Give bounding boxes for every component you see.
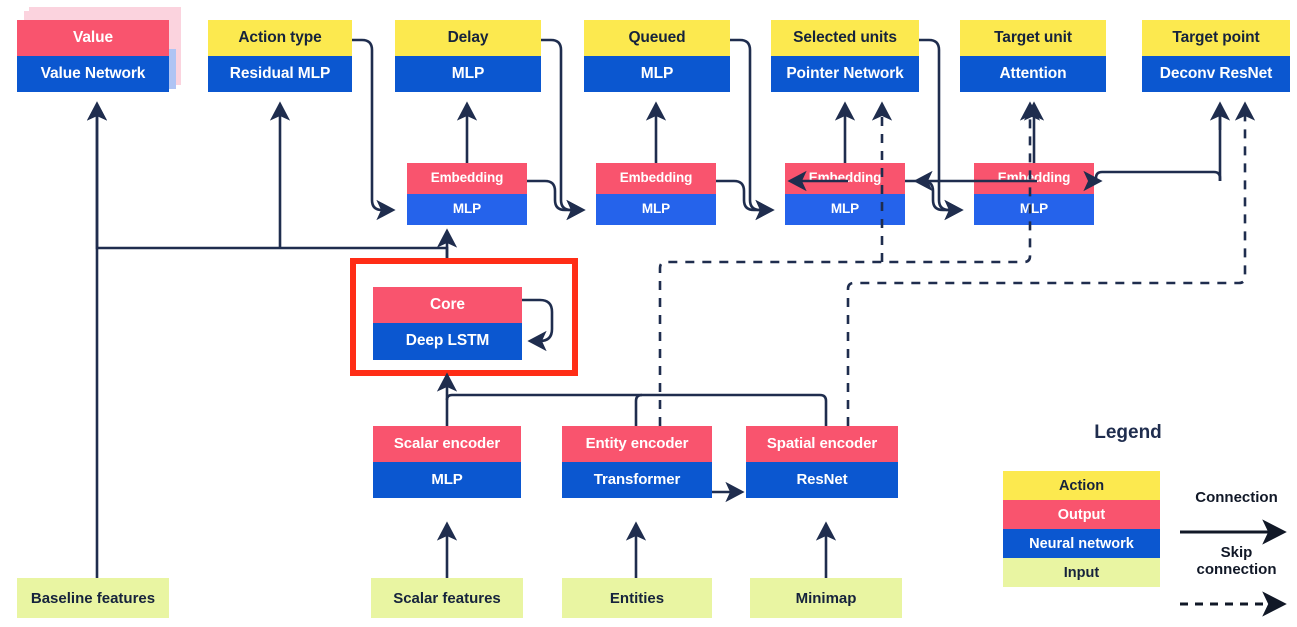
node-embedding-delay-cap: Embedding	[407, 163, 527, 194]
node-selected-units-body: Pointer Network	[771, 56, 919, 92]
node-embedding-delay-body: MLP	[407, 194, 527, 225]
legend-swatch-output: Output	[1003, 500, 1160, 529]
node-embedding-queued[interactable]: Embedding MLP	[596, 163, 716, 225]
node-spatial-encoder[interactable]: Spatial encoder ResNet	[746, 426, 898, 498]
node-spatial-encoder-body: ResNet	[746, 462, 898, 498]
node-core-cap: Core	[373, 287, 522, 323]
legend-swatch-action: Action	[1003, 471, 1160, 500]
node-target-unit[interactable]: Target unit Attention	[960, 20, 1106, 92]
node-selected-units[interactable]: Selected units Pointer Network	[771, 20, 919, 92]
node-queued[interactable]: Queued MLP	[584, 20, 730, 92]
node-entity-encoder[interactable]: Entity encoder Transformer	[562, 426, 712, 498]
core-highlight-box	[350, 258, 578, 376]
node-entity-encoder-cap: Entity encoder	[562, 426, 712, 462]
node-target-point[interactable]: Target point Deconv ResNet	[1142, 20, 1290, 92]
node-delay-cap: Delay	[395, 20, 541, 56]
node-selected-units-cap: Selected units	[771, 20, 919, 56]
node-target-point-body: Deconv ResNet	[1142, 56, 1290, 92]
node-core-body: Deep LSTM	[373, 323, 522, 360]
input-entities[interactable]: Entities	[562, 578, 712, 618]
legend-swatch-neural-network: Neural network	[1003, 529, 1160, 558]
legend-swatches: Action Output Neural network Input	[1003, 471, 1160, 587]
input-baseline-features[interactable]: Baseline features	[17, 578, 169, 618]
node-embedding-delay[interactable]: Embedding MLP	[407, 163, 527, 225]
node-action-type-cap: Action type	[208, 20, 352, 56]
node-target-point-cap: Target point	[1142, 20, 1290, 56]
node-embedding-target-unit[interactable]: Embedding MLP	[974, 163, 1094, 225]
node-value-body: Value Network	[17, 56, 169, 92]
node-delay[interactable]: Delay MLP	[395, 20, 541, 92]
node-target-unit-cap: Target unit	[960, 20, 1106, 56]
legend-key-skip-label-line1: Skip	[1220, 543, 1253, 561]
input-scalar-features[interactable]: Scalar features	[371, 578, 523, 618]
node-target-unit-body: Attention	[960, 56, 1106, 92]
legend-key-skip-label-line2: connection	[1196, 560, 1277, 578]
input-minimap[interactable]: Minimap	[750, 578, 902, 618]
node-action-type[interactable]: Action type Residual MLP	[208, 20, 352, 92]
node-value[interactable]: Value Value Network	[17, 20, 169, 92]
node-action-type-body: Residual MLP	[208, 56, 352, 92]
node-embedding-target-unit-body: MLP	[974, 194, 1094, 225]
node-embedding-queued-body: MLP	[596, 194, 716, 225]
legend-swatch-input: Input	[1003, 558, 1160, 587]
node-embedding-selected-units-body: MLP	[785, 194, 905, 225]
node-queued-body: MLP	[584, 56, 730, 92]
node-entity-encoder-body: Transformer	[562, 462, 712, 498]
legend-keys: Connection Skip connection	[1176, 489, 1297, 606]
node-scalar-encoder-cap: Scalar encoder	[373, 426, 521, 462]
node-embedding-queued-cap: Embedding	[596, 163, 716, 194]
node-value-cap: Value	[17, 20, 169, 56]
legend-key-connection-label: Connection	[1195, 489, 1278, 506]
node-delay-body: MLP	[395, 56, 541, 92]
node-queued-cap: Queued	[584, 20, 730, 56]
node-spatial-encoder-cap: Spatial encoder	[746, 426, 898, 462]
node-scalar-encoder-body: MLP	[373, 462, 521, 498]
legend-title: Legend	[1094, 422, 1162, 443]
node-scalar-encoder[interactable]: Scalar encoder MLP	[373, 426, 521, 498]
node-core[interactable]: Core Deep LSTM	[373, 287, 522, 360]
